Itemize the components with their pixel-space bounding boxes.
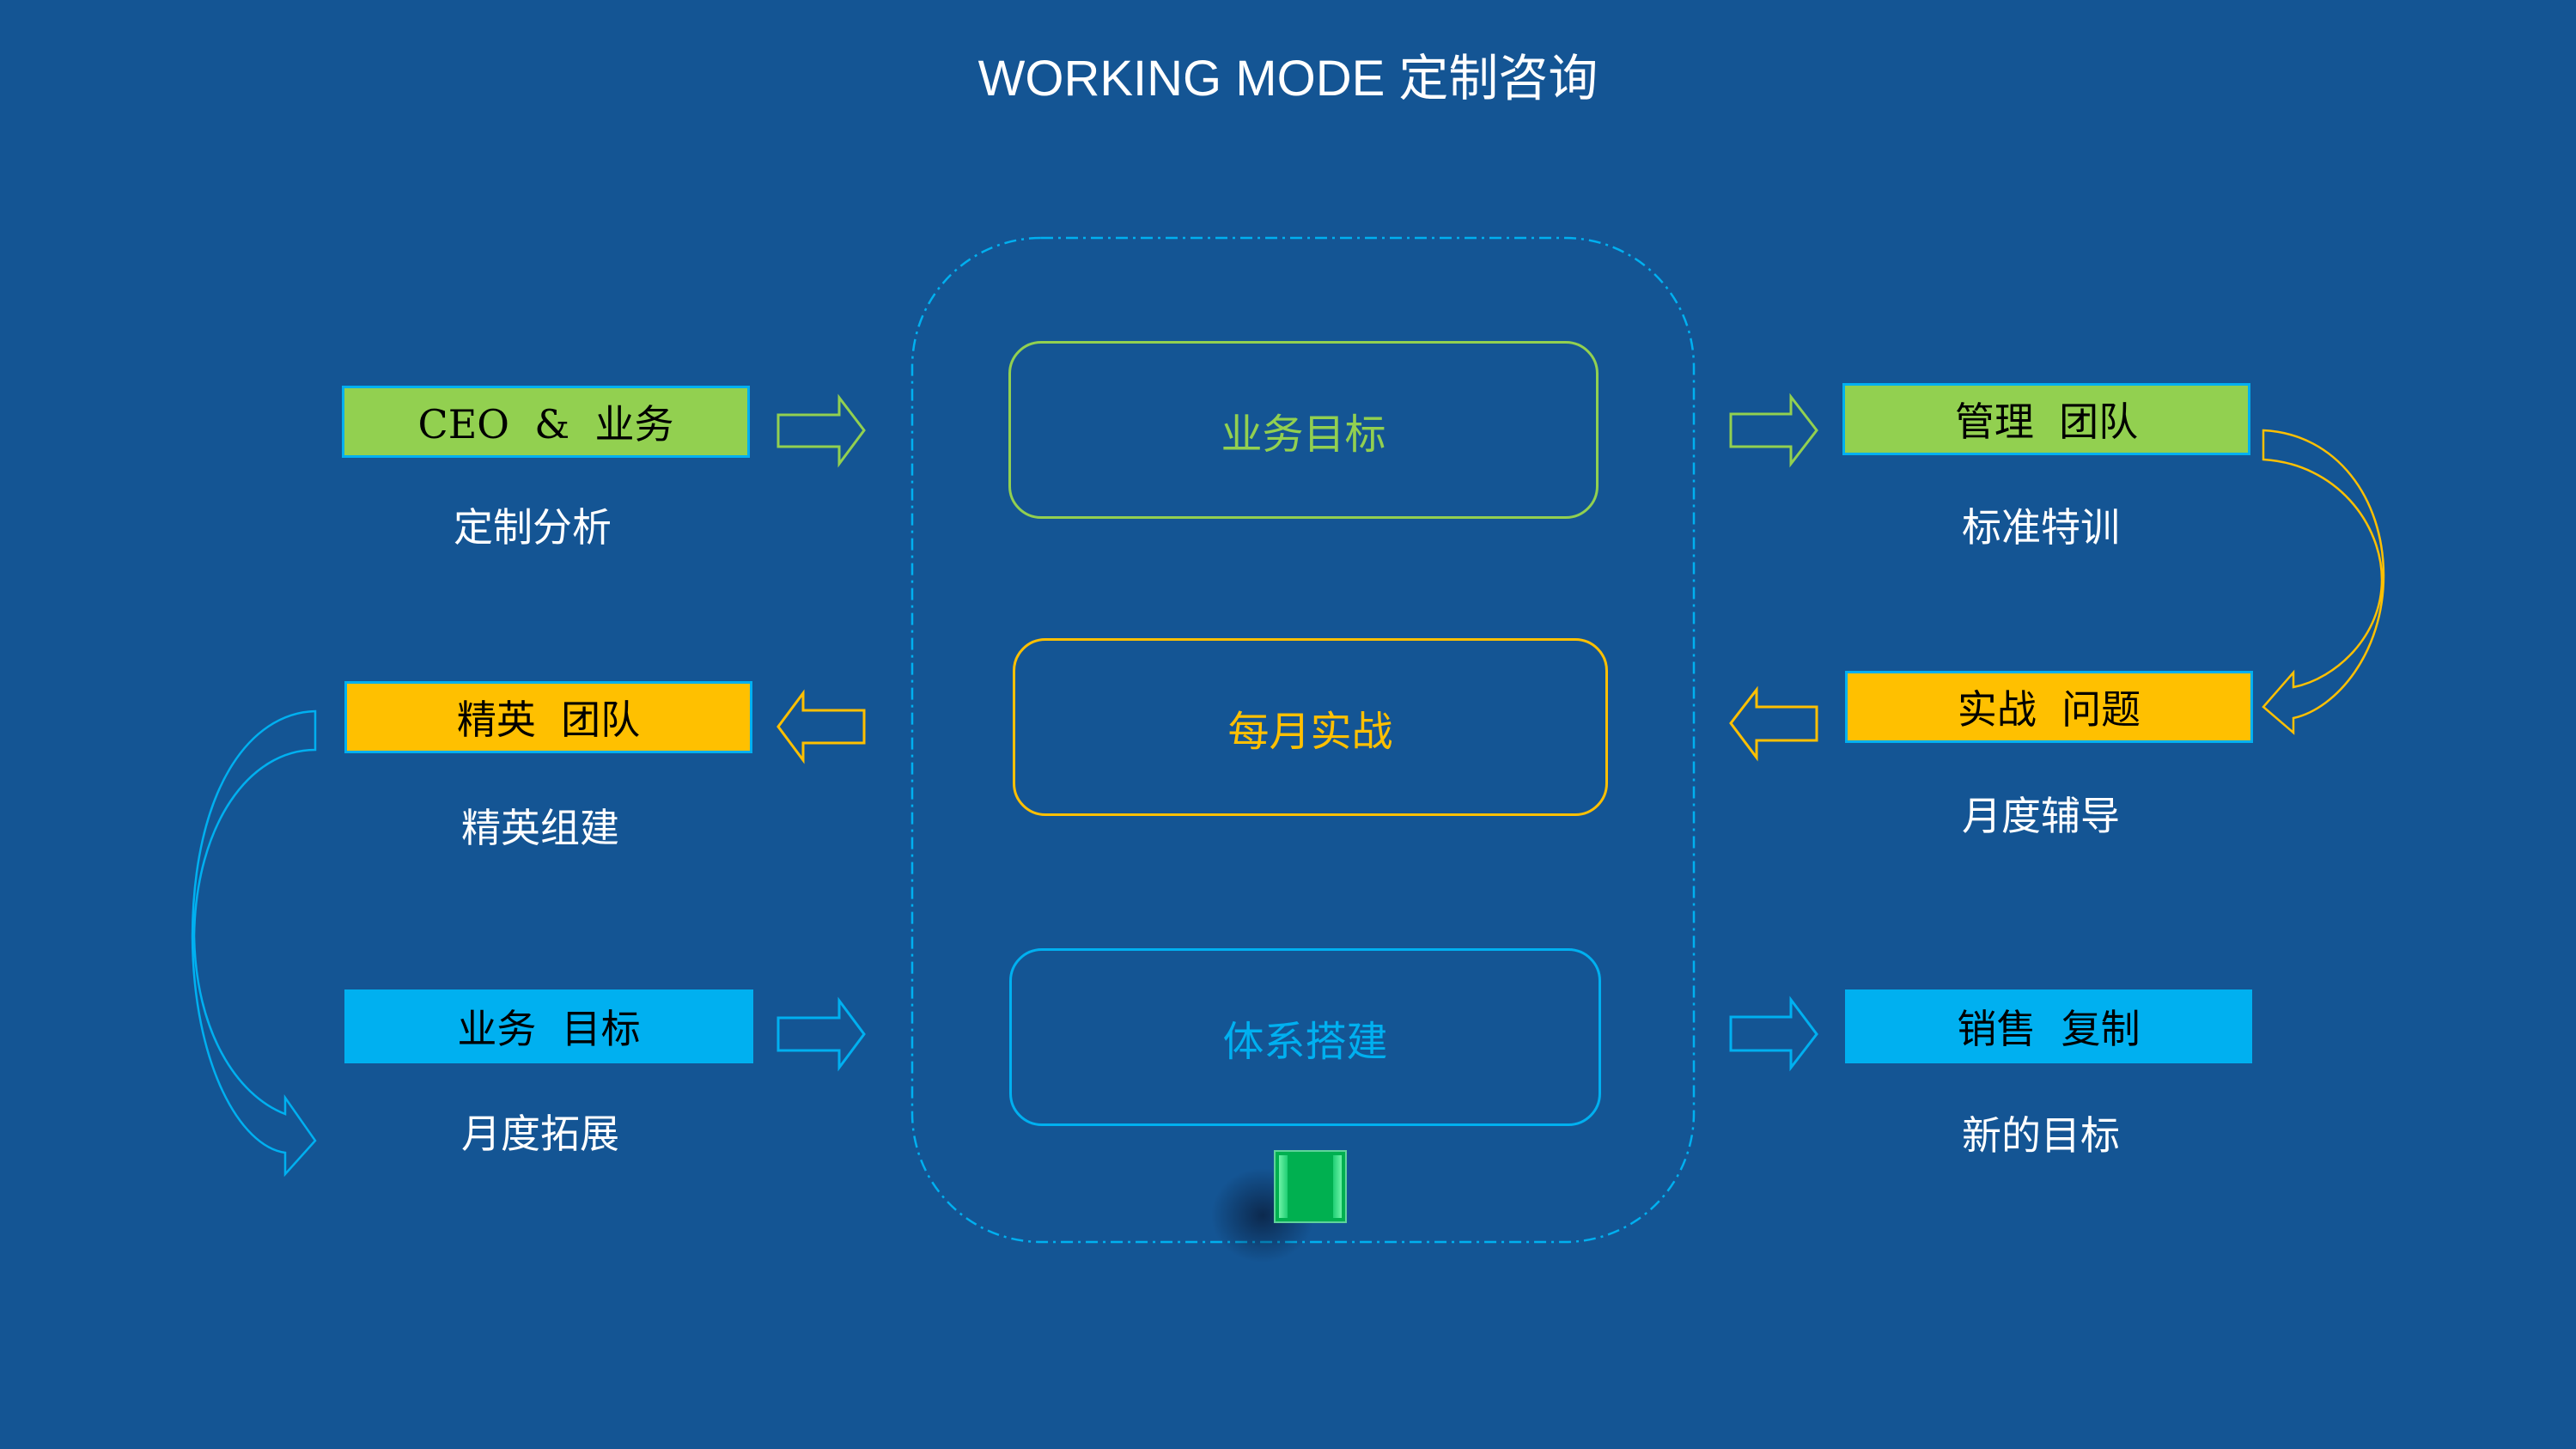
tag-label: 业务 目标 [457, 1006, 641, 1052]
left-tag-elite-team: 精英 团队 [344, 681, 752, 753]
left-caption-custom-analysis: 定制分析 [454, 504, 612, 551]
page-title: WORKING MODE 定制咨询 [977, 51, 1599, 107]
center-box-label: 每月实战 [1227, 707, 1393, 756]
tag-label: CEO & 业务 [417, 401, 674, 447]
center-box-label: 体系搭建 [1222, 1017, 1388, 1066]
arrow-right-icon [1729, 995, 1818, 1072]
left-tag-business-goal: 业务 目标 [344, 989, 753, 1063]
tag-label: 管理 团队 [1954, 399, 2139, 445]
left-caption-elite-build: 精英组建 [461, 805, 619, 851]
center-box-monthly-practice: 每月实战 [1013, 638, 1608, 816]
arrow-right-icon [776, 996, 866, 1072]
curved-arrow-down-icon [2262, 429, 2385, 735]
right-tag-management-team: 管理 团队 [1842, 383, 2250, 455]
tag-label: 实战 问题 [1957, 686, 2141, 733]
curved-arrow-down-icon [191, 709, 317, 1178]
right-tag-practice-issues: 实战 问题 [1845, 671, 2253, 743]
right-caption-new-goal: 新的目标 [1962, 1112, 2120, 1159]
green-square-icon [1274, 1150, 1347, 1223]
tag-label: 精英 团队 [456, 697, 641, 743]
arrow-left-icon [776, 689, 866, 764]
right-caption-standard-training: 标准特训 [1962, 504, 2120, 551]
left-tag-ceo-business: CEO & 业务 [342, 386, 750, 458]
right-tag-sales-replication: 销售 复制 [1845, 989, 2252, 1063]
arrow-right-icon [1729, 393, 1818, 468]
left-caption-monthly-expansion: 月度拓展 [461, 1111, 619, 1157]
center-box-system-building: 体系搭建 [1009, 948, 1601, 1126]
center-box-business-goal: 业务目标 [1008, 341, 1599, 519]
center-box-label: 业务目标 [1221, 410, 1386, 459]
arrow-left-icon [1729, 685, 1818, 762]
tag-label: 销售 复制 [1957, 1006, 2141, 1052]
right-caption-monthly-coaching: 月度辅导 [1962, 793, 2120, 839]
arrow-right-icon [776, 393, 866, 468]
